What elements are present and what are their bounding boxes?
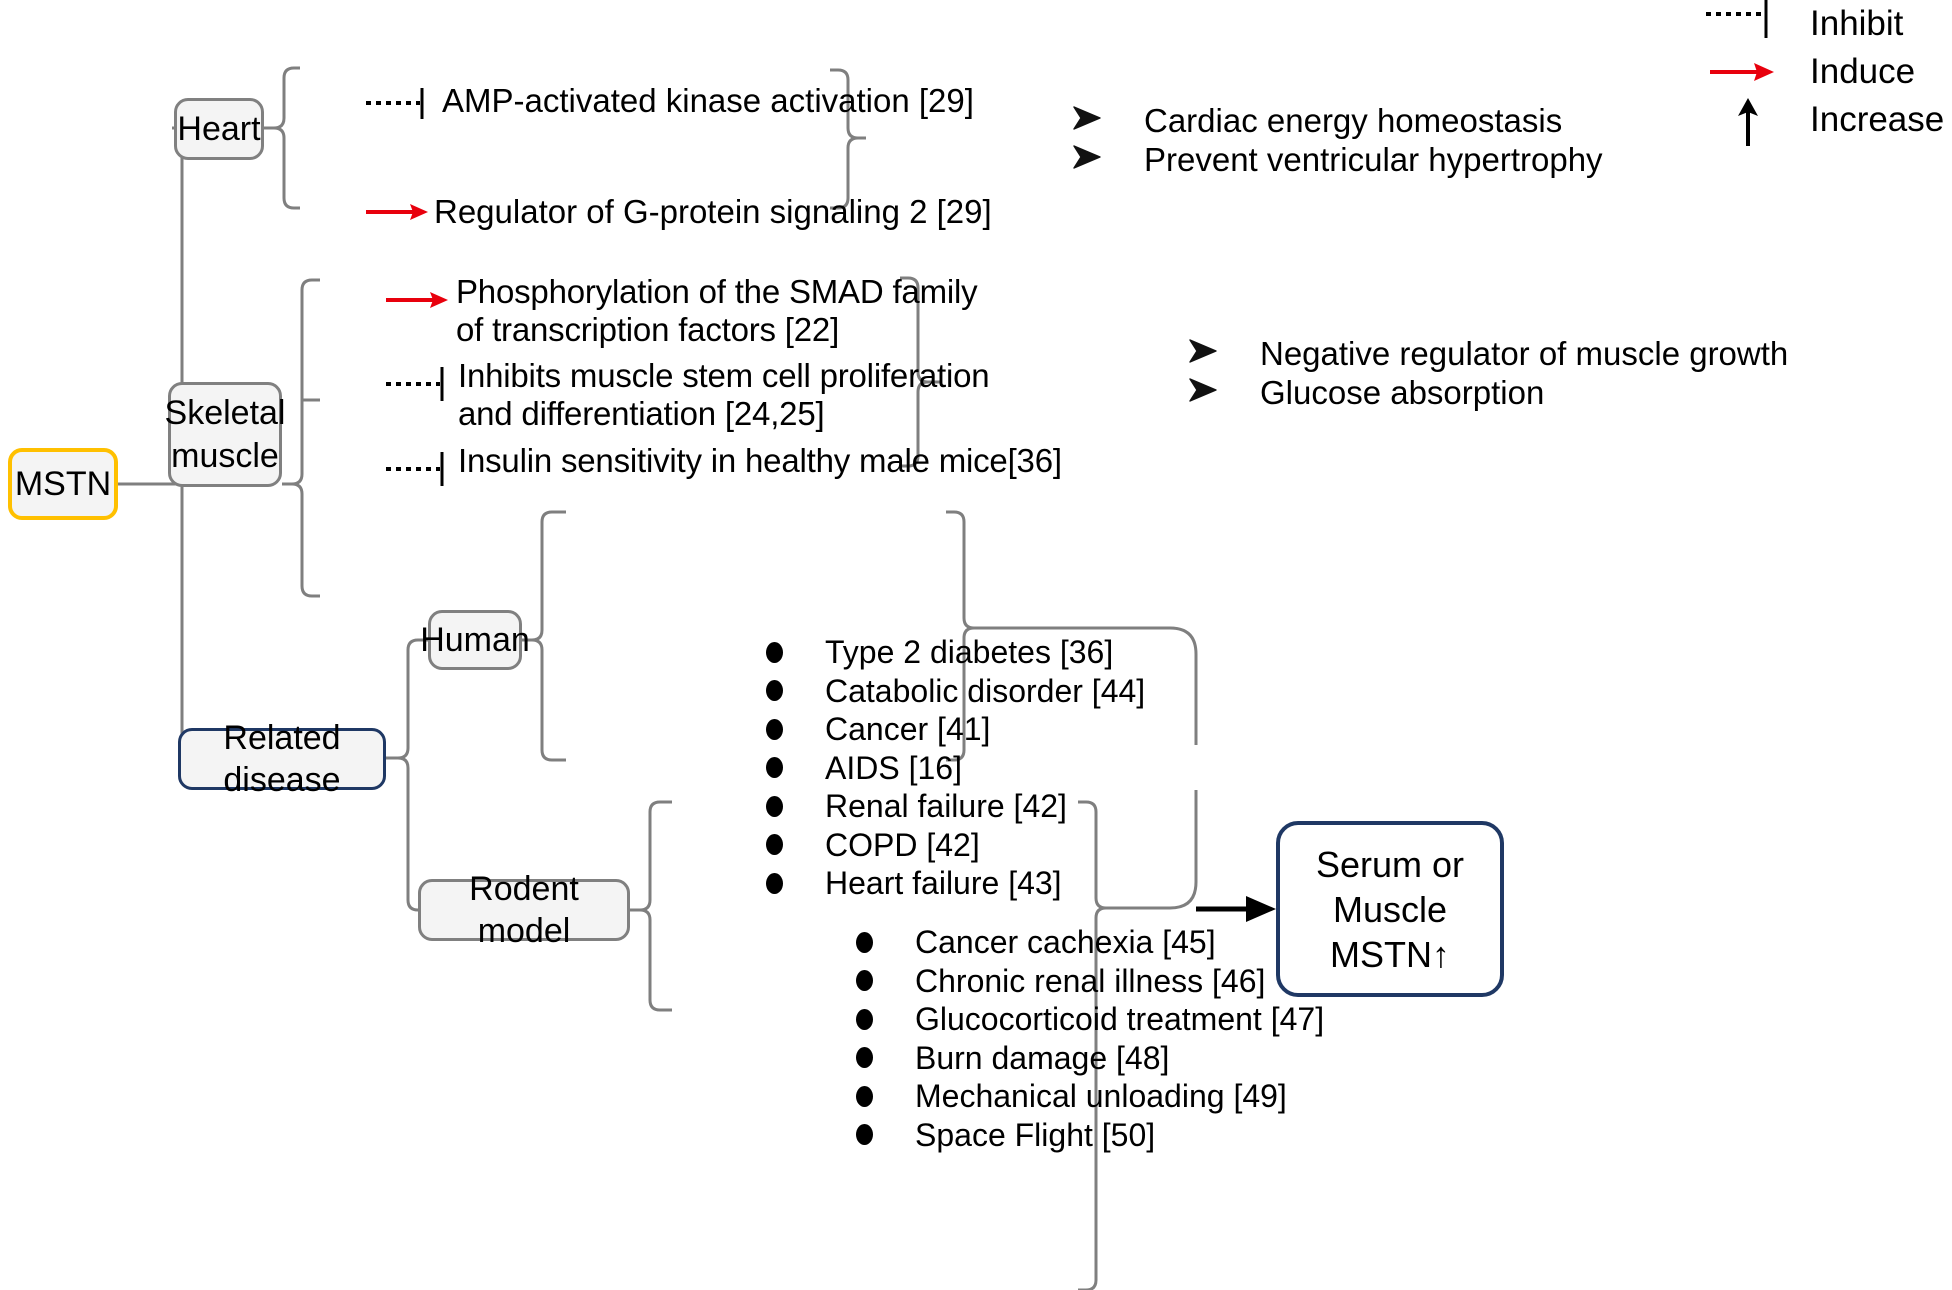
effect-text: Regulator of G-protein signaling 2	[434, 193, 937, 230]
arrowhead-bullet-icon	[1072, 105, 1102, 136]
bullet-dot-icon	[766, 680, 783, 701]
bullet-dot-icon	[766, 872, 783, 894]
list-item-label: Mechanical unloading [49]	[915, 1078, 1287, 1114]
list-item-label: Heart failure [43]	[825, 865, 1062, 901]
legend: Inhibit Induce Increase	[1700, 0, 1952, 146]
outcome-glucose-absorption: Glucose absorption	[1188, 376, 1544, 409]
inhibit-icon	[386, 367, 444, 408]
bullet-dot-icon	[766, 757, 783, 778]
list-item: Cancer cachexia [45]	[856, 926, 1216, 958]
list-item-label: COPD [42]	[825, 826, 980, 863]
list-item: COPD [42]	[766, 829, 980, 861]
legend-item-induce: Induce	[1700, 48, 1952, 96]
node-rodent-model[interactable]: Rodent model	[418, 870, 630, 950]
effect-text: Inhibits muscle stem cell proliferation …	[458, 357, 990, 433]
list-item: Burn damage [48]	[856, 1042, 1169, 1074]
node-skeletal-muscle[interactable]: Skeletal muscle	[165, 382, 285, 487]
effect-row-smad: Phosphorylation of the SMAD family of tr…	[386, 273, 978, 350]
bullet-dot-icon	[856, 970, 873, 991]
induce-icon	[1700, 48, 1796, 96]
list-item-label: Renal failure [42]	[825, 788, 1067, 824]
bullet-dot-icon	[856, 1008, 873, 1030]
legend-label: Increase	[1810, 100, 1945, 139]
bullet-dot-icon	[766, 718, 783, 740]
effect-text: Phosphorylation of the SMAD family of tr…	[456, 273, 978, 349]
list-item-label: Cancer cachexia [45]	[915, 924, 1216, 960]
list-item-label: Burn damage [48]	[915, 1039, 1170, 1076]
list-item: Glucocorticoid treatment [47]	[856, 1003, 1324, 1035]
node-heart[interactable]: Heart	[174, 98, 264, 160]
legend-item-increase: Increase	[1700, 96, 1952, 146]
list-item: Mechanical unloading [49]	[856, 1080, 1287, 1112]
bullet-dot-icon	[856, 1124, 873, 1145]
outcome-cardiac-energy: Cardiac energy homeostasis	[1072, 104, 1562, 137]
arrowhead-bullet-icon	[1188, 377, 1218, 408]
list-item: Renal failure [42]	[766, 790, 1067, 822]
list-item: Catabolic disorder [44]	[766, 675, 1145, 707]
outcome-text: Negative regulator of muscle growth	[1260, 335, 1789, 372]
list-item-label: Type 2 diabetes [36]	[825, 634, 1114, 670]
induce-icon	[386, 285, 448, 322]
node-human[interactable]: Human	[420, 610, 530, 670]
effect-ref: [29]	[936, 193, 992, 230]
list-item-label: Glucocorticoid treatment [47]	[915, 1001, 1325, 1037]
bullet-dot-icon	[766, 795, 783, 817]
inhibit-icon	[366, 86, 424, 127]
list-item-label: Cancer [41]	[825, 711, 991, 747]
induce-icon	[366, 197, 428, 234]
list-item: Space Flight [50]	[856, 1119, 1155, 1151]
node-related-disease[interactable]: Related disease	[178, 719, 386, 799]
list-item-label: Space Flight [50]	[915, 1116, 1156, 1153]
list-item: Cancer [41]	[766, 713, 990, 745]
effect-text: Insulin sensitivity in healthy male mice…	[458, 442, 1062, 479]
list-item-label: AIDS [16]	[825, 749, 962, 786]
outcome-negative-regulator: Negative regulator of muscle growth	[1188, 337, 1788, 370]
list-item: Chronic renal illness [46]	[856, 965, 1265, 997]
bullet-dot-icon	[856, 1047, 873, 1068]
outcome-text: Prevent ventricular hypertrophy	[1144, 141, 1603, 178]
node-mstn[interactable]: MSTN	[8, 448, 118, 520]
effect-row-insulin-sensitivity: Insulin sensitivity in healthy male mice…	[386, 442, 1062, 493]
effect-row-rgs2: Regulator of G-protein signaling 2 [29]	[366, 193, 992, 234]
node-serum-muscle-mstn[interactable]: Serum or Muscle MSTN↑	[1276, 821, 1504, 997]
outcome-text: Glucose absorption	[1260, 374, 1545, 411]
outcome-text: Cardiac energy homeostasis	[1144, 102, 1563, 139]
list-item: Type 2 diabetes [36]	[766, 636, 1113, 668]
arrowhead-bullet-icon	[1188, 338, 1218, 369]
up-arrow-icon	[1700, 96, 1796, 146]
list-item-label: Catabolic disorder [44]	[825, 672, 1146, 709]
legend-label: Induce	[1810, 52, 1916, 91]
effect-row-amp-kinase: AMP-activated kinase activation [29]	[366, 82, 974, 127]
outcome-prevent-hypertrophy: Prevent ventricular hypertrophy	[1072, 143, 1603, 176]
inhibit-icon	[386, 452, 444, 493]
bullet-dot-icon	[766, 834, 783, 855]
effect-ref: [29]	[918, 82, 974, 119]
bullet-dot-icon	[856, 1085, 873, 1107]
inhibit-icon	[1700, 0, 1796, 48]
list-item: Heart failure [43]	[766, 867, 1062, 899]
bullet-dot-icon	[856, 931, 873, 953]
bullet-dot-icon	[766, 641, 783, 663]
effect-text: AMP-activated kinase activation	[442, 82, 919, 119]
list-item-label: Chronic renal illness [46]	[915, 962, 1266, 999]
legend-label: Inhibit	[1810, 4, 1904, 43]
effect-row-stem-cell: Inhibits muscle stem cell proliferation …	[386, 357, 990, 434]
arrowhead-bullet-icon	[1072, 144, 1102, 175]
legend-item-inhibit: Inhibit	[1700, 0, 1952, 48]
list-item: AIDS [16]	[766, 752, 962, 784]
